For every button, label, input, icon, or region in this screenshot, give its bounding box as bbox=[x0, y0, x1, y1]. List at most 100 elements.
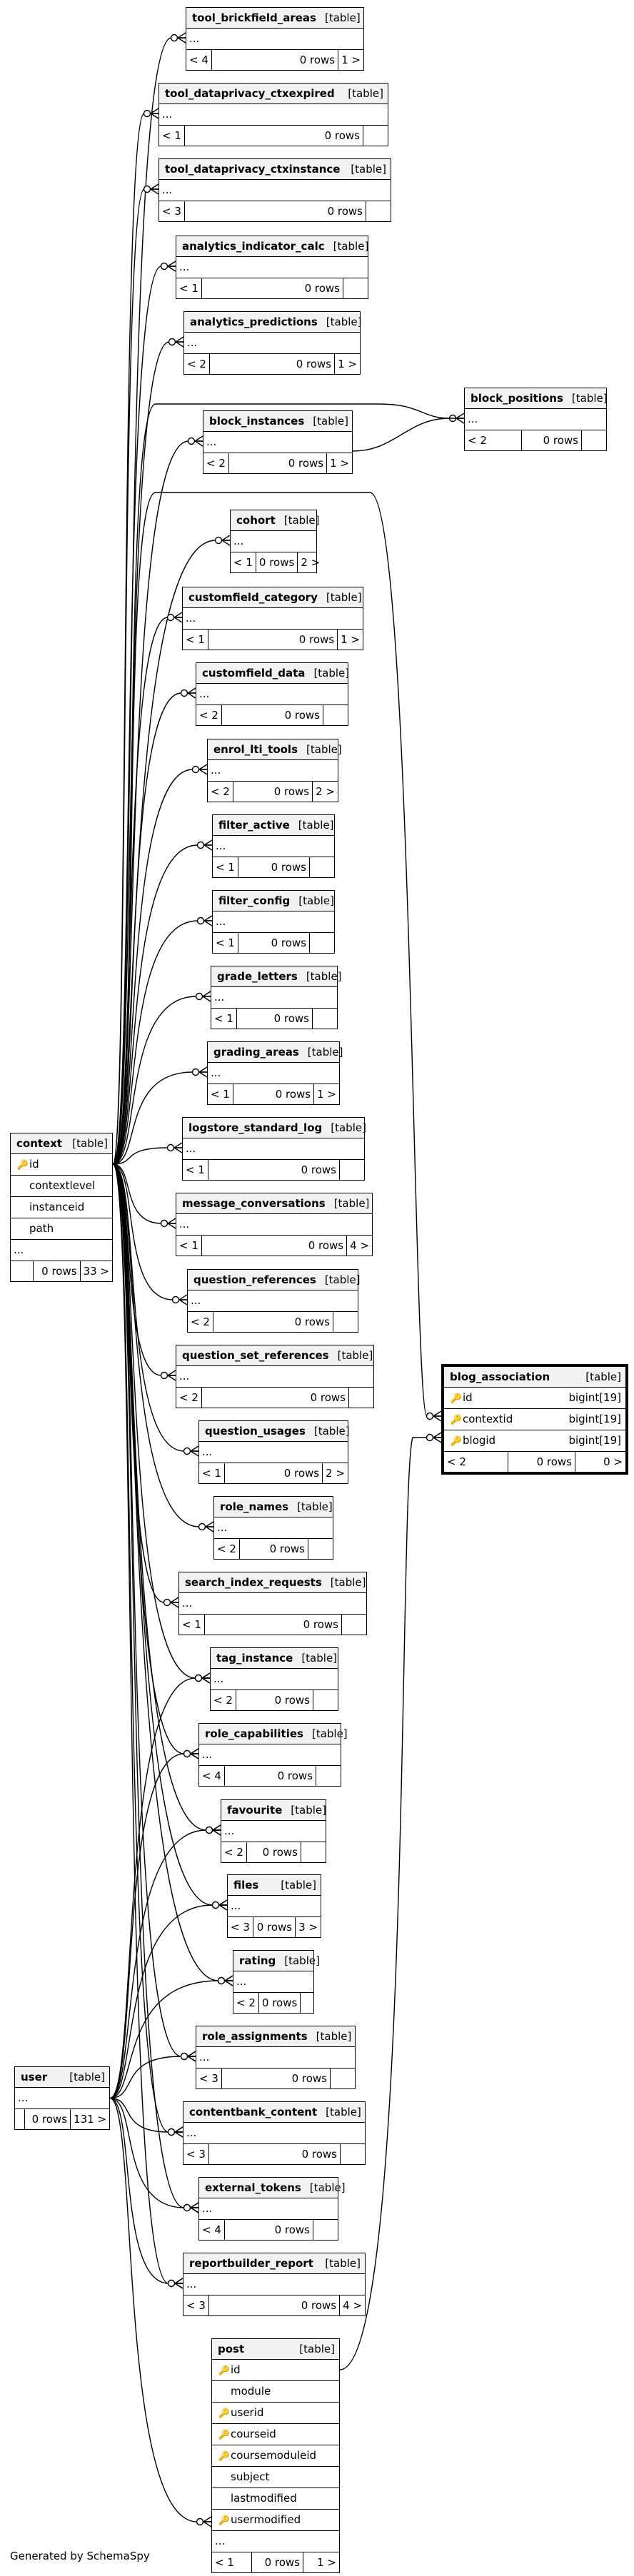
table-header[interactable]: role_assignments[table] bbox=[196, 2026, 355, 2047]
context-table[interactable]: context[table] 🔑id contextlevel instance… bbox=[10, 1133, 113, 1282]
children-link[interactable] bbox=[341, 2144, 365, 2164]
table-header[interactable]: grade_letters[table] bbox=[211, 966, 342, 987]
children-link[interactable] bbox=[342, 1615, 366, 1635]
table-header[interactable]: tool_dataprivacy_ctxinstance[table] bbox=[159, 159, 391, 180]
table-header[interactable]: external_tokens[table] bbox=[199, 2178, 346, 2198]
children-link[interactable]: 2 > bbox=[326, 1467, 345, 1480]
table-header[interactable]: files[table] bbox=[228, 1875, 321, 1896]
table-header[interactable]: cohort[table] bbox=[231, 510, 319, 531]
blog-association-table-header[interactable]: blog_association[table] bbox=[444, 1367, 625, 1388]
context-table-header[interactable]: context[table] bbox=[11, 1133, 112, 1154]
post-table-header[interactable]: post[table] bbox=[212, 2339, 339, 2360]
table-header[interactable]: message_conversations[table] bbox=[176, 1193, 372, 1214]
table-header[interactable]: question_set_references[table] bbox=[176, 1345, 373, 1366]
children-link[interactable] bbox=[333, 1312, 358, 1332]
table-header[interactable]: customfield_category[table] bbox=[183, 587, 363, 608]
table-header[interactable]: tag_instance[table] bbox=[211, 1648, 338, 1669]
post-table[interactable]: post[table] 🔑id module 🔑userid 🔑courseid… bbox=[211, 2338, 340, 2573]
children-link[interactable]: 2 > bbox=[316, 785, 335, 798]
children-link[interactable] bbox=[308, 1539, 333, 1559]
children-link[interactable]: 3 > bbox=[298, 1921, 318, 1934]
children-link[interactable] bbox=[363, 126, 388, 146]
table-header[interactable]: role_capabilities[table] bbox=[199, 1724, 348, 1744]
children-link[interactable]: 4 > bbox=[350, 1239, 369, 1252]
children-link[interactable] bbox=[331, 2069, 355, 2088]
children-link[interactable] bbox=[366, 201, 391, 221]
children-link[interactable]: 4 > bbox=[343, 2299, 362, 2312]
table-header[interactable]: reportbuilder_report[table] bbox=[183, 2253, 365, 2274]
table-header[interactable]: role_names[table] bbox=[214, 1497, 333, 1517]
table-header[interactable]: filter_config[table] bbox=[213, 891, 334, 911]
table-header[interactable]: block_instances[table] bbox=[203, 411, 352, 432]
table-header[interactable]: tool_dataprivacy_ctxexpired[table] bbox=[159, 84, 388, 104]
block-positions-table-header[interactable]: block_positions[table] bbox=[465, 388, 608, 409]
children-link[interactable]: 33 > bbox=[83, 1265, 109, 1278]
children-link[interactable] bbox=[313, 1690, 338, 1710]
children-link[interactable]: 1 > bbox=[341, 633, 360, 646]
children-link[interactable]: 1 > bbox=[341, 54, 361, 66]
children-link[interactable] bbox=[301, 1842, 326, 1862]
table-header[interactable]: contentbank_content[table] bbox=[183, 2102, 365, 2123]
table-header[interactable]: tool_brickfield_areas[table] bbox=[186, 8, 363, 29]
table-header[interactable]: search_index_requests[table] bbox=[179, 1572, 366, 1593]
children-link[interactable] bbox=[316, 1766, 341, 1786]
children-link[interactable] bbox=[301, 1993, 325, 2013]
children-link[interactable]: 1 > bbox=[330, 457, 349, 470]
children-link[interactable] bbox=[313, 2220, 338, 2240]
children-link[interactable] bbox=[310, 857, 334, 877]
children-link[interactable] bbox=[313, 1009, 337, 1029]
table-header[interactable]: enrol_lti_tools[table] bbox=[208, 739, 342, 760]
children-link[interactable] bbox=[582, 430, 606, 450]
children-link[interactable] bbox=[343, 278, 368, 298]
children-link[interactable] bbox=[340, 1160, 364, 1180]
children-link[interactable]: 1 > bbox=[317, 1088, 336, 1101]
children-link[interactable] bbox=[349, 1388, 373, 1408]
children-link[interactable]: 2 > bbox=[301, 556, 321, 569]
table-header[interactable]: question_references[table] bbox=[188, 1270, 361, 1290]
table-header[interactable]: grading_areas[table] bbox=[208, 1042, 343, 1063]
user-table-header[interactable]: user[table] bbox=[15, 2067, 109, 2088]
children-link[interactable] bbox=[310, 933, 334, 953]
table-header[interactable]: logstore_standard_log[table] bbox=[183, 1118, 366, 1138]
table-header[interactable]: analytics_indicator_calc[table] bbox=[176, 236, 368, 257]
children-link[interactable] bbox=[323, 705, 348, 725]
table-header[interactable]: favourite[table] bbox=[221, 1800, 326, 1821]
children-link[interactable]: 1 > bbox=[317, 2556, 336, 2569]
children-link[interactable]: 131 > bbox=[74, 2113, 106, 2126]
tool-dataprivacy-ctxinstance-table[interactable]: tool_dataprivacy_ctxinstance[table]...< … bbox=[158, 158, 391, 222]
tool-dataprivacy-ctxexpired-table[interactable]: tool_dataprivacy_ctxexpired[table]...< 1… bbox=[158, 83, 388, 146]
table-header[interactable]: rating[table] bbox=[233, 1951, 320, 1971]
table-header[interactable]: question_usages[table] bbox=[199, 1421, 350, 1442]
children-link[interactable]: 1 > bbox=[338, 358, 357, 370]
table-header[interactable]: filter_active[table] bbox=[213, 815, 334, 836]
